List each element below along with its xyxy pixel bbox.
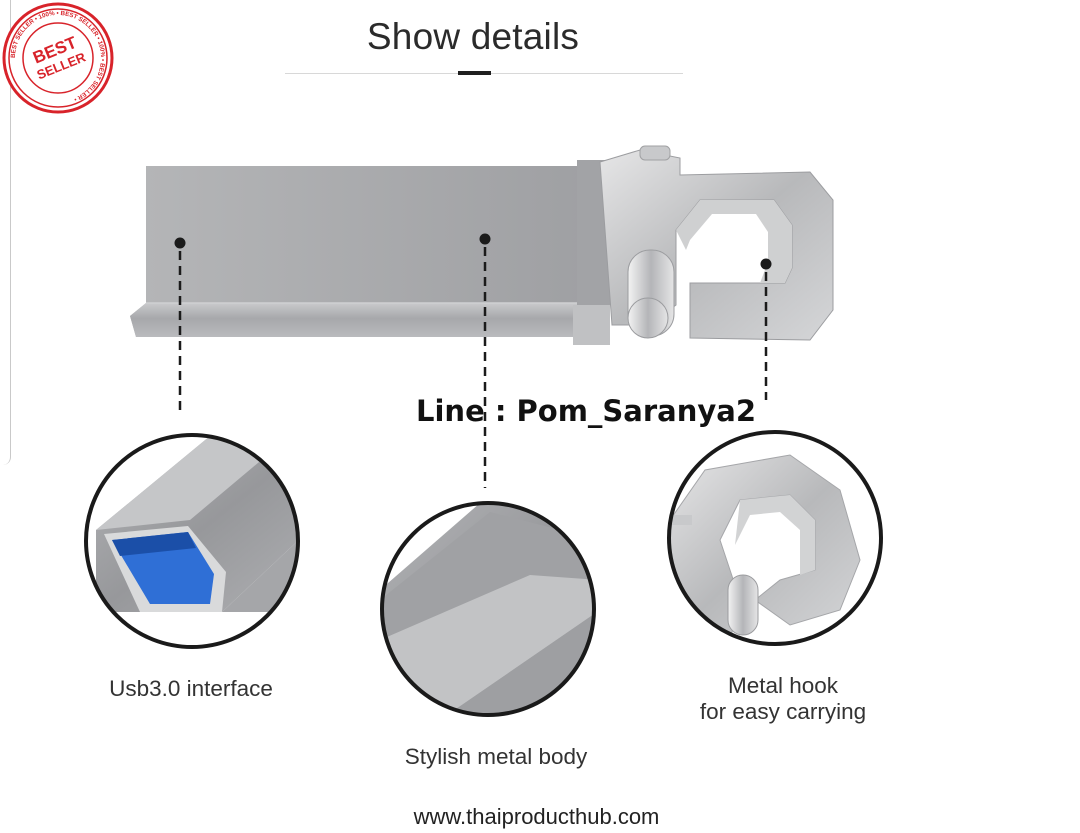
left-panel-edge [0,0,11,465]
page-title: Show details [366,16,580,57]
website-url: www.thaiproducthub.com [413,804,660,829]
caption-metal-hook: Metal hook for easy carrying [660,673,906,725]
caption-metal-hook-line1: Metal hook [727,673,839,698]
caption-metal-hook-line2: for easy carrying [699,699,867,724]
caption-usb-interface: Usb3.0 interface [109,676,273,701]
best-seller-badge: BEST SELLER • 100% • BEST SELLER • 100% … [2,2,114,114]
zoom-metal-body [380,501,596,717]
line-contact-watermark: Line : Pom_Saranya2 [416,394,757,428]
callout-lines [174,233,772,488]
caption-metal-body: Stylish metal body [404,744,588,769]
title-accent-bar [458,71,491,75]
zoom-usb-interface [84,433,300,649]
usb-hook [599,145,834,341]
zoom-metal-hook [667,430,883,646]
usb-body [130,160,610,345]
